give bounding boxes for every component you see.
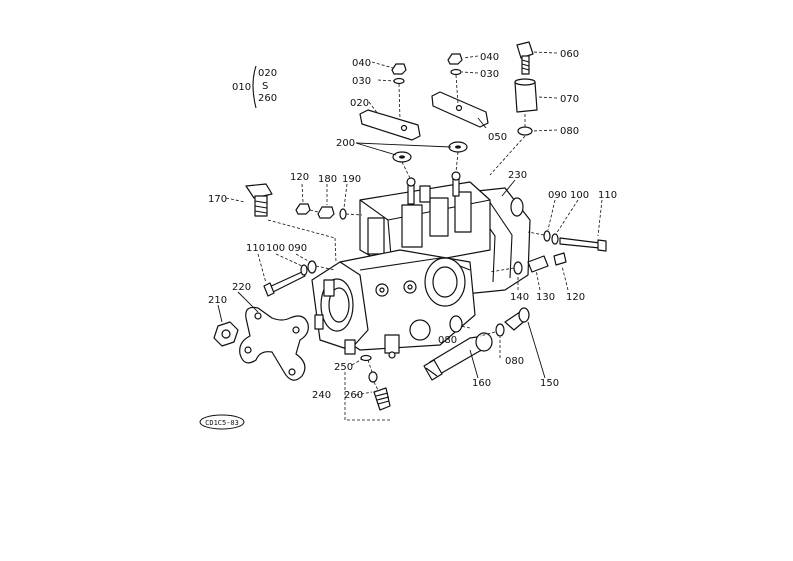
part-label-200: 200 — [336, 138, 355, 149]
part-label-080-a: 080 — [560, 126, 579, 137]
bleed-fittings — [344, 354, 391, 421]
range-label-sep: S — [262, 81, 268, 92]
part-label-100-a: 100 — [570, 190, 589, 201]
part-label-070: 070 — [560, 94, 579, 105]
part-label-190: 190 — [342, 174, 361, 185]
part-label-040-a: 040 — [352, 58, 371, 69]
leader-lines — [217, 51, 603, 396]
solenoid-group — [489, 41, 538, 176]
part-label-150: 150 — [540, 378, 559, 389]
left-bolt-group — [263, 260, 336, 297]
lever-plate — [213, 306, 309, 381]
part-number-labels: 040 030 020 200 040 030 050 060 070 080 … — [208, 49, 617, 401]
part-label-120-a: 120 — [290, 172, 309, 183]
range-label-main: 010 — [232, 82, 251, 93]
part-label-110-b: 110 — [246, 243, 265, 254]
right-bolt-group — [489, 230, 607, 275]
part-label-060: 060 — [560, 49, 579, 60]
left-small-parts — [245, 183, 363, 263]
part-label-080-b: 080 — [438, 335, 457, 346]
part-label-120-b: 120 — [566, 292, 585, 303]
part-label-180: 180 — [318, 174, 337, 185]
injection-pump-body — [311, 171, 531, 359]
range-label-to: 260 — [258, 93, 277, 104]
part-label-220: 220 — [232, 282, 251, 293]
part-label-100-b: 100 — [266, 243, 285, 254]
part-label-030-b: 030 — [480, 69, 499, 80]
part-label-040-b: 040 — [480, 52, 499, 63]
part-label-030-a: 030 — [352, 76, 371, 87]
code-badge-text: CD1C5-03 — [205, 419, 239, 427]
fuel-fittings — [423, 307, 530, 381]
part-label-090-a: 090 — [548, 190, 567, 201]
part-label-020: 020 — [350, 98, 369, 109]
part-label-080-c: 080 — [505, 356, 524, 367]
part-label-110-a: 110 — [598, 190, 617, 201]
code-badge: CD1C5-03 — [199, 414, 245, 430]
part-label-140: 140 — [510, 292, 529, 303]
range-bracket — [252, 65, 257, 109]
part-label-050: 050 — [488, 132, 507, 143]
part-label-130: 130 — [536, 292, 555, 303]
part-label-250: 250 — [334, 362, 353, 373]
top-brackets — [359, 53, 489, 179]
part-label-170: 170 — [208, 194, 227, 205]
part-label-260: 260 — [344, 390, 363, 401]
part-label-240: 240 — [312, 390, 331, 401]
range-label-from: 020 — [258, 68, 277, 79]
range-label: 010 020 S 260 — [232, 65, 277, 109]
part-label-210: 210 — [208, 295, 227, 306]
part-label-090-b: 090 — [288, 243, 307, 254]
part-label-160: 160 — [472, 378, 491, 389]
part-label-230: 230 — [508, 170, 527, 181]
